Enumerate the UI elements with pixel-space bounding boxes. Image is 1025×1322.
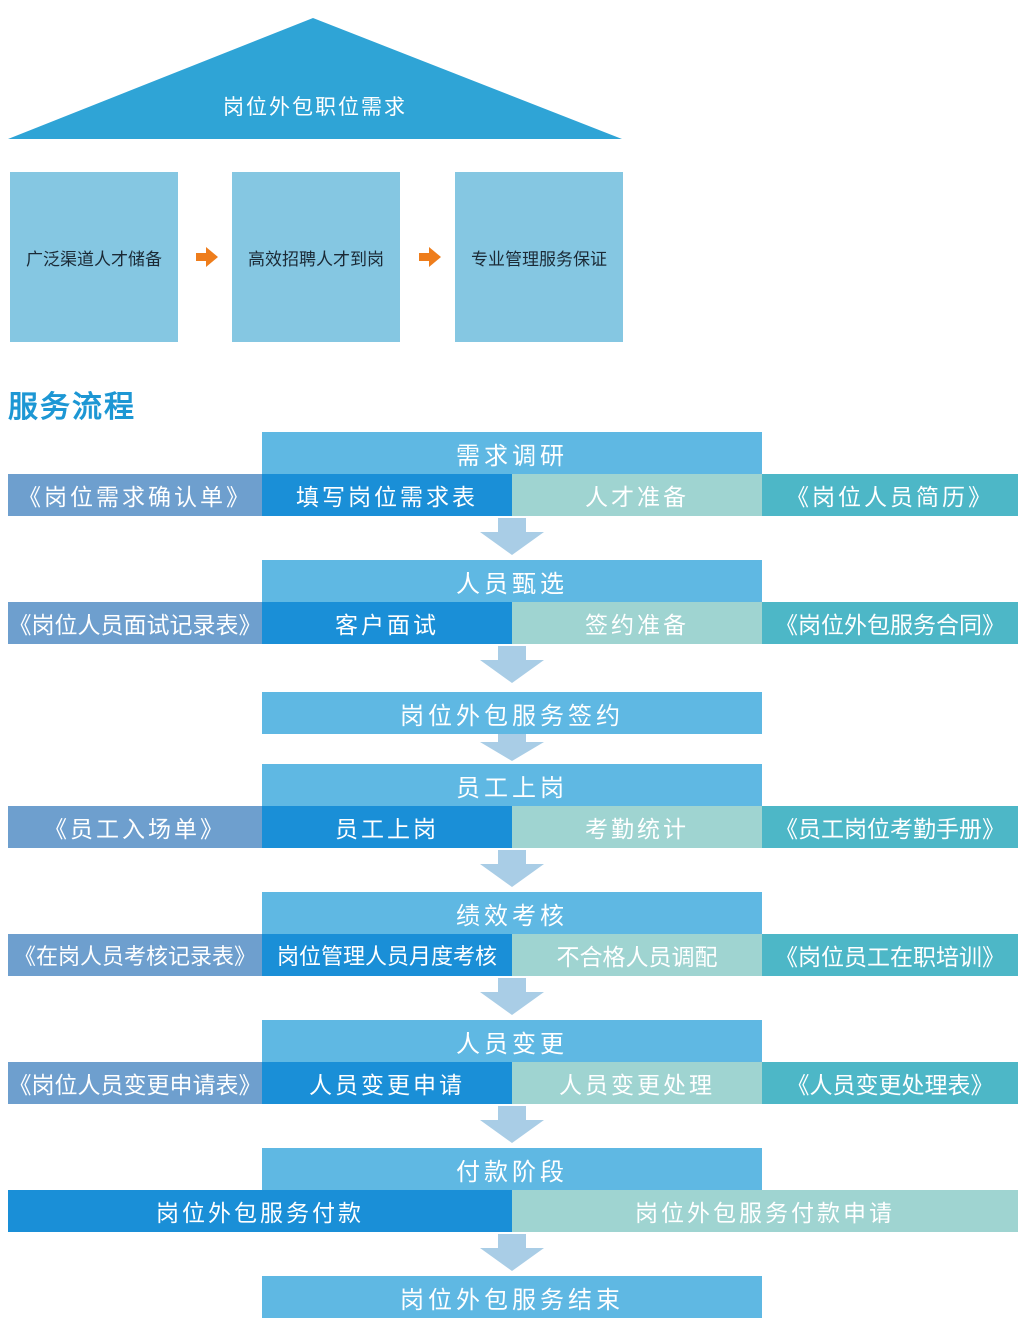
step-header-change: 人员变更 bbox=[262, 1020, 762, 1062]
act-payment-request: 岗位外包服务付款申请 bbox=[512, 1190, 1018, 1232]
doc-requirement-confirm: 《岗位需求确认单》 bbox=[8, 474, 262, 516]
doc-interview-record: 《岗位人员面试记录表》 bbox=[8, 602, 262, 644]
step-header-research: 需求调研 bbox=[262, 432, 762, 474]
doc-change-application: 《岗位人员变更申请表》 bbox=[8, 1062, 262, 1104]
doc-outsourcing-contract: 《岗位外包服务合同》 bbox=[762, 602, 1018, 644]
act-change-process: 人员变更处理 bbox=[512, 1062, 762, 1104]
roof-triangle bbox=[8, 18, 622, 139]
act-change-apply: 人员变更申请 bbox=[262, 1062, 512, 1104]
act-sign-prepare: 签约准备 bbox=[512, 602, 762, 644]
arrow-right-icon bbox=[419, 247, 441, 267]
doc-in-service-training: 《岗位员工在职培训》 bbox=[762, 934, 1018, 976]
doc-attendance-manual: 《员工岗位考勤手册》 bbox=[762, 806, 1018, 848]
step-header-payment: 付款阶段 bbox=[262, 1148, 762, 1190]
arrow-right-icon bbox=[196, 247, 218, 267]
arrow-down-icon bbox=[480, 1106, 544, 1143]
pillar-efficient-recruit: 高效招聘人才到岗 bbox=[232, 172, 400, 342]
arrow-down-icon bbox=[480, 734, 544, 761]
act-client-interview: 客户面试 bbox=[262, 602, 512, 644]
act-monthly-assessment: 岗位管理人员月度考核 bbox=[262, 934, 512, 976]
act-fill-requirement: 填写岗位需求表 bbox=[262, 474, 512, 516]
step-header-performance: 绩效考核 bbox=[262, 892, 762, 934]
pillar-pro-management: 专业管理服务保证 bbox=[455, 172, 623, 342]
act-employee-onboard: 员工上岗 bbox=[262, 806, 512, 848]
pillar-talent-reserve: 广泛渠道人才储备 bbox=[10, 172, 178, 342]
arrow-down-icon bbox=[480, 850, 544, 887]
roof-label: 岗位外包职位需求 bbox=[223, 95, 407, 119]
section-title: 服务流程 bbox=[8, 390, 136, 425]
act-talent-prepare: 人才准备 bbox=[512, 474, 762, 516]
act-service-payment: 岗位外包服务付款 bbox=[8, 1190, 512, 1232]
doc-change-process-form: 《人员变更处理表》 bbox=[762, 1062, 1018, 1104]
arrow-down-icon bbox=[480, 646, 544, 683]
act-attendance-stats: 考勤统计 bbox=[512, 806, 762, 848]
arrow-down-icon bbox=[480, 978, 544, 1015]
arrow-down-icon bbox=[480, 1234, 544, 1271]
doc-assessment-record: 《在岗人员考核记录表》 bbox=[8, 934, 262, 976]
step-header-selection: 人员甄选 bbox=[262, 560, 762, 602]
step-header-onboard: 员工上岗 bbox=[262, 764, 762, 806]
step-header-end: 岗位外包服务结束 bbox=[262, 1276, 762, 1318]
step-header-signing: 岗位外包服务签约 bbox=[262, 692, 762, 734]
doc-resume: 《岗位人员简历》 bbox=[762, 474, 1018, 516]
act-unqualified-reassign: 不合格人员调配 bbox=[512, 934, 762, 976]
doc-entry-form: 《员工入场单》 bbox=[8, 806, 262, 848]
arrow-down-icon bbox=[480, 518, 544, 555]
